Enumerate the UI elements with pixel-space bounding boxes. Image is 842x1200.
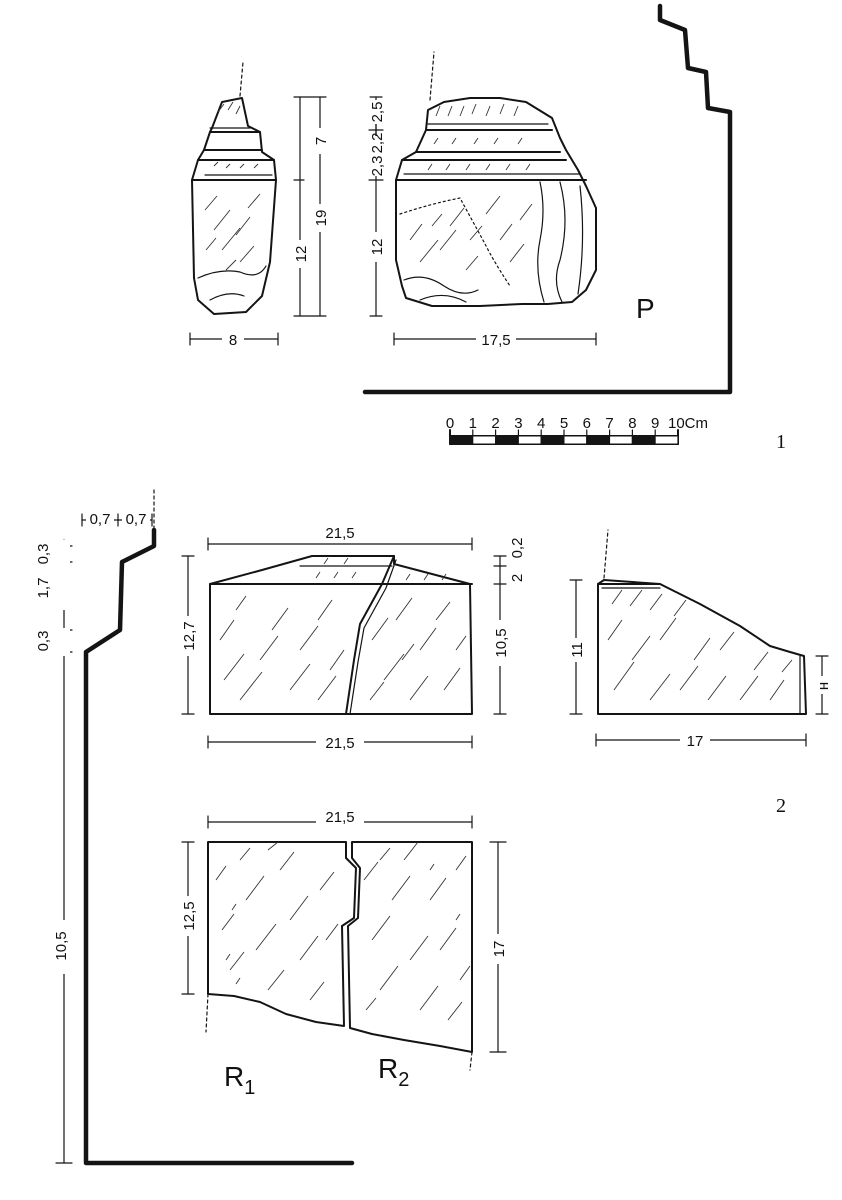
front-step-2: 2,3 [369, 156, 386, 177]
scale-segment [631, 435, 656, 445]
scale-segment [609, 435, 633, 445]
scale-tick-label: 9 [651, 415, 659, 432]
fig2-front-step-band: 2 [509, 574, 526, 582]
scale-tick-label: 4 [537, 415, 545, 432]
fig1-front-view [395, 51, 597, 307]
profile-w-2: 0,7 [126, 511, 147, 528]
side-height-total: 19 [313, 210, 330, 227]
fig2-plan-view [205, 841, 473, 1071]
fig2-side-dimensions: 11 17 н [566, 579, 832, 750]
front-step-3: 2,2 [369, 133, 386, 154]
scale-segment [495, 435, 519, 445]
scale-tick-label: 0 [446, 415, 454, 432]
side-view-outline [191, 97, 277, 315]
fig2-plan-width: 21,5 [325, 809, 354, 826]
front-height-base: 12 [369, 239, 386, 256]
scale-segment [563, 435, 588, 445]
fig2-front-outline [209, 555, 473, 715]
figure-1: 7 19 12 8 [189, 3, 786, 453]
front-view-outline [395, 97, 597, 307]
fig2-profile-dimensions: 0,3 1,7 0,3 10,5 0,7 0,7 [34, 510, 153, 1164]
fig2-plan-height-left: 12,5 [181, 901, 198, 930]
fig2-side-right-mark: н [815, 682, 832, 690]
front-step-1: 2,5 [369, 102, 386, 123]
scale-segment [654, 435, 679, 445]
fig2-front-height-left: 12,7 [181, 621, 198, 650]
scale-tick-label: 6 [583, 415, 591, 432]
fig2-side-height: 11 [569, 642, 586, 658]
scale-tick-label: 5 [560, 415, 568, 432]
plan-label-r1: R1 [224, 1061, 255, 1099]
plan-r1-outline [207, 841, 357, 1027]
fig1-side-dimensions: 7 19 12 8 [189, 96, 330, 349]
scale-segment [517, 435, 542, 445]
side-height-base: 12 [293, 246, 310, 263]
scale-segment [586, 435, 611, 445]
fig2-side-view [597, 529, 807, 715]
profile-h-4: 10,5 [53, 931, 70, 960]
plan-r2-outline [347, 841, 473, 1053]
fig1-number: 1 [776, 431, 786, 453]
profile-h-3: 0,3 [35, 631, 52, 652]
fig2-side-width: 17 [687, 733, 704, 750]
side-height-top: 7 [313, 137, 330, 145]
fig1-front-dimensions: 2,5 2,3 2,2 12 17,5 [364, 96, 597, 349]
scale-segment [472, 435, 497, 445]
fig2-number: 2 [776, 795, 786, 817]
fig2-front-step-top: 0,2 [509, 538, 526, 559]
scale-tick-label: 8 [628, 415, 636, 432]
fig2-front-height-right: 10,5 [493, 628, 510, 657]
profile-h-1: 0,3 [35, 544, 52, 565]
fig2-side-outline [597, 579, 807, 715]
side-width: 8 [229, 332, 237, 349]
profile-w-1: 0,7 [90, 511, 111, 528]
plan-label-r2-text: R2 [378, 1053, 409, 1091]
plan-label-r1-text: R1 [224, 1061, 255, 1099]
fig2-profile [83, 527, 355, 1166]
plan-label-r2: R2 [378, 1053, 409, 1091]
fig2-front-width-bottom: 21,5 [325, 735, 354, 752]
scale-tick-label: 2 [491, 415, 499, 432]
scale-tick-label: 3 [514, 415, 522, 432]
figure-2: 0,3 1,7 0,3 10,5 0,7 0,7 [34, 489, 832, 1166]
scale-tick-label: 10Cm [668, 415, 708, 432]
fig2-front-view [209, 555, 473, 715]
fig2-front-dimensions: 21,5 21,5 12,7 10,5 0,2 2 [178, 524, 526, 752]
fig2-plan-height-right: 17 [491, 941, 508, 958]
fig1-side-view [191, 61, 277, 315]
fig2-front-width-top: 21,5 [325, 525, 354, 542]
fig2-plan-dimensions: 21,5 12,5 17 [178, 806, 508, 1053]
scale-segment [449, 435, 474, 445]
scale-tick-label: 1 [469, 415, 477, 432]
fig1-label-p: P [636, 293, 655, 324]
scale-tick-label: 7 [605, 415, 613, 432]
scale-segment [540, 435, 565, 445]
front-width: 17,5 [481, 332, 510, 349]
fig1-profile-frame [362, 3, 733, 395]
profile-h-2: 1,7 [35, 578, 52, 599]
